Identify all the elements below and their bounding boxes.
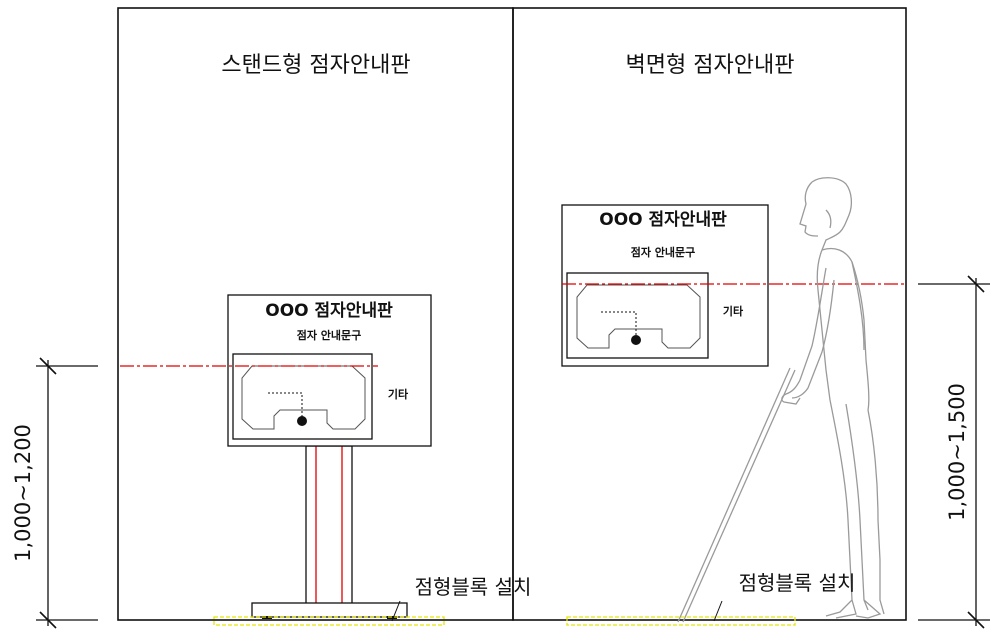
right-height-label: 1,000~1,500 (945, 383, 969, 521)
stand-base (251, 602, 408, 618)
right-panel-title: OOO 점자안내판 (599, 210, 727, 230)
left-locator-dot (297, 416, 307, 426)
wall-type-sign: OOO 점자안내판 점자 안내문구 기타 (561, 204, 769, 367)
person-with-cane-figure (677, 177, 885, 623)
left-floor-label: 점형블록 설치 (415, 575, 532, 599)
stand-post (305, 445, 353, 605)
right-etc-label: 기타 (723, 304, 744, 318)
left-panel-subtitle: 점자 안내문구 (297, 328, 362, 342)
left-inner-box (232, 353, 373, 440)
right-dimension: 1,000~1,500 (918, 275, 990, 629)
left-panel (227, 294, 432, 447)
right-tactile-block (566, 616, 796, 626)
right-title: 벽면형 점자안내판 (626, 53, 795, 78)
right-tactile-map (576, 284, 701, 349)
left-height-label: 1,000~1,200 (11, 424, 35, 562)
left-panel-title: OOO 점자안내판 (265, 301, 393, 321)
left-tactile-block (213, 616, 445, 626)
left-tactile-map (241, 365, 366, 430)
left-dimension: 1,000~1,200 (11, 357, 98, 629)
right-locator-dot (631, 335, 641, 345)
right-floor-label: 점형블록 설치 (739, 571, 856, 595)
left-title: 스탠드형 점자안내판 (221, 53, 410, 78)
right-inner-box (566, 272, 709, 359)
stand-type-sign: OOO 점자안내판 점자 안내문구 기타 (227, 294, 432, 619)
right-panel-subtitle: 점자 안내문구 (631, 245, 696, 259)
left-etc-label: 기타 (388, 387, 409, 401)
right-frame (512, 7, 907, 621)
